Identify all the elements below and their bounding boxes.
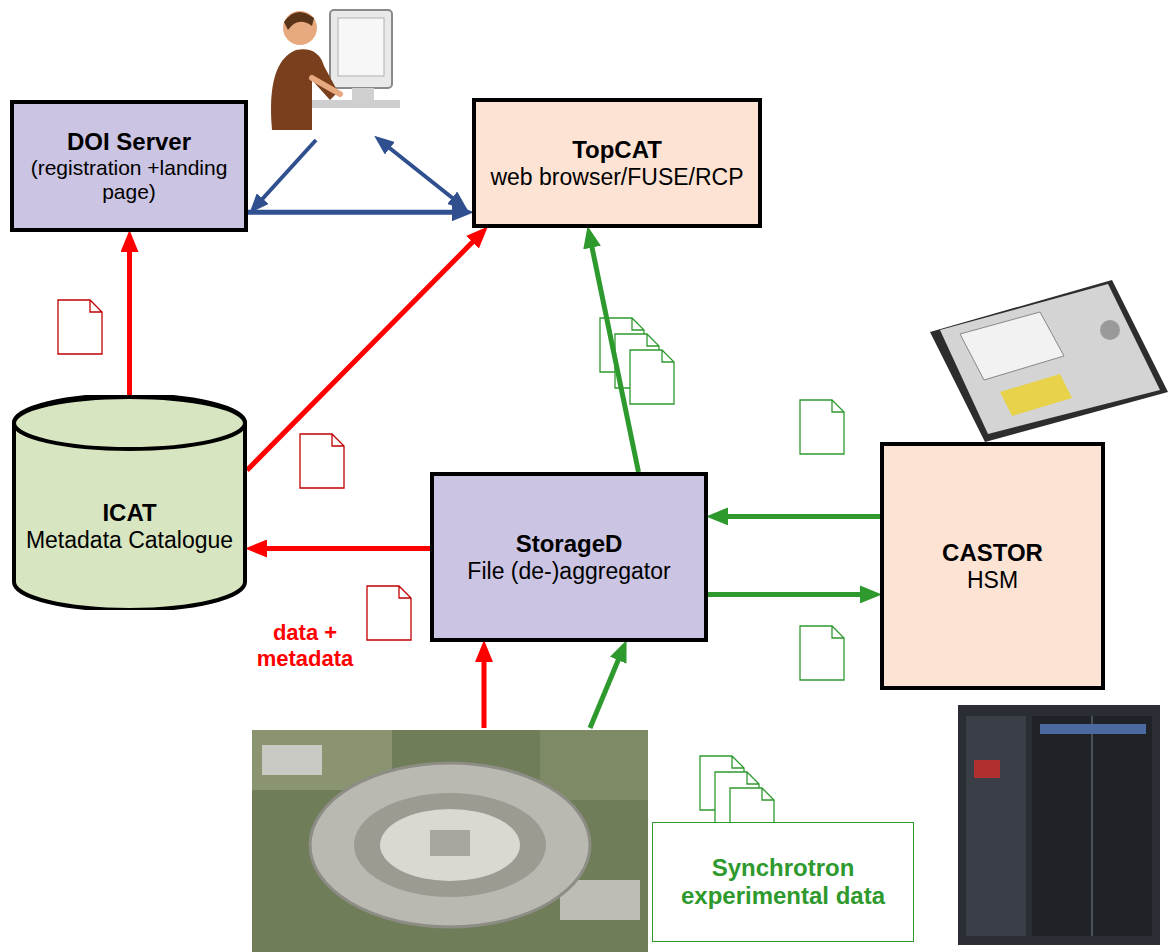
database-cylinder: ICATMetadata Catalogue [12, 395, 247, 610]
storage-box: CASTORHSM [880, 442, 1105, 690]
flow-label: data + metadata [248, 620, 362, 673]
service-box: StorageDFile (de-)aggregator [430, 472, 708, 642]
user-link [256, 140, 316, 206]
flow-arrow [247, 235, 479, 470]
node-title: ICAT [102, 499, 156, 527]
service-box: DOI Server(registration +landing page) [10, 100, 248, 232]
tape-library-picture [958, 705, 1160, 945]
data-source-box: Synchrotron experimental data [652, 822, 914, 942]
cylinder-top [14, 397, 245, 449]
node-title: TopCAT [572, 136, 662, 164]
node-title: CASTOR [942, 539, 1043, 567]
flow-arrow [127, 242, 132, 395]
node-text: HSM [967, 567, 1018, 593]
flow-arrow [708, 592, 870, 597]
node-title: DOI Server [67, 128, 191, 156]
node-text: Metadata Catalogue [26, 527, 233, 553]
hard-disk-picture [930, 280, 1168, 442]
data-feed-arrow [590, 651, 622, 728]
flow-arrow [257, 546, 430, 551]
flow-arrow [718, 514, 880, 519]
node-title: Synchrotron experimental data [663, 854, 903, 909]
user-figure [271, 10, 400, 130]
node-text: (registration +landing page) [26, 156, 232, 204]
cylinder-body [14, 395, 245, 610]
client-box: TopCATweb browser/FUSE/RCP [472, 98, 762, 228]
flow-arrow [590, 238, 638, 472]
node-text: web browser/FUSE/RCP [490, 164, 743, 190]
flow-arrow [248, 210, 462, 215]
node-text: File (de-)aggregator [467, 558, 670, 584]
user-link [382, 142, 460, 204]
node-title: StorageD [516, 530, 623, 558]
data-feed-arrow [482, 652, 487, 728]
synchrotron-photo [252, 730, 648, 952]
